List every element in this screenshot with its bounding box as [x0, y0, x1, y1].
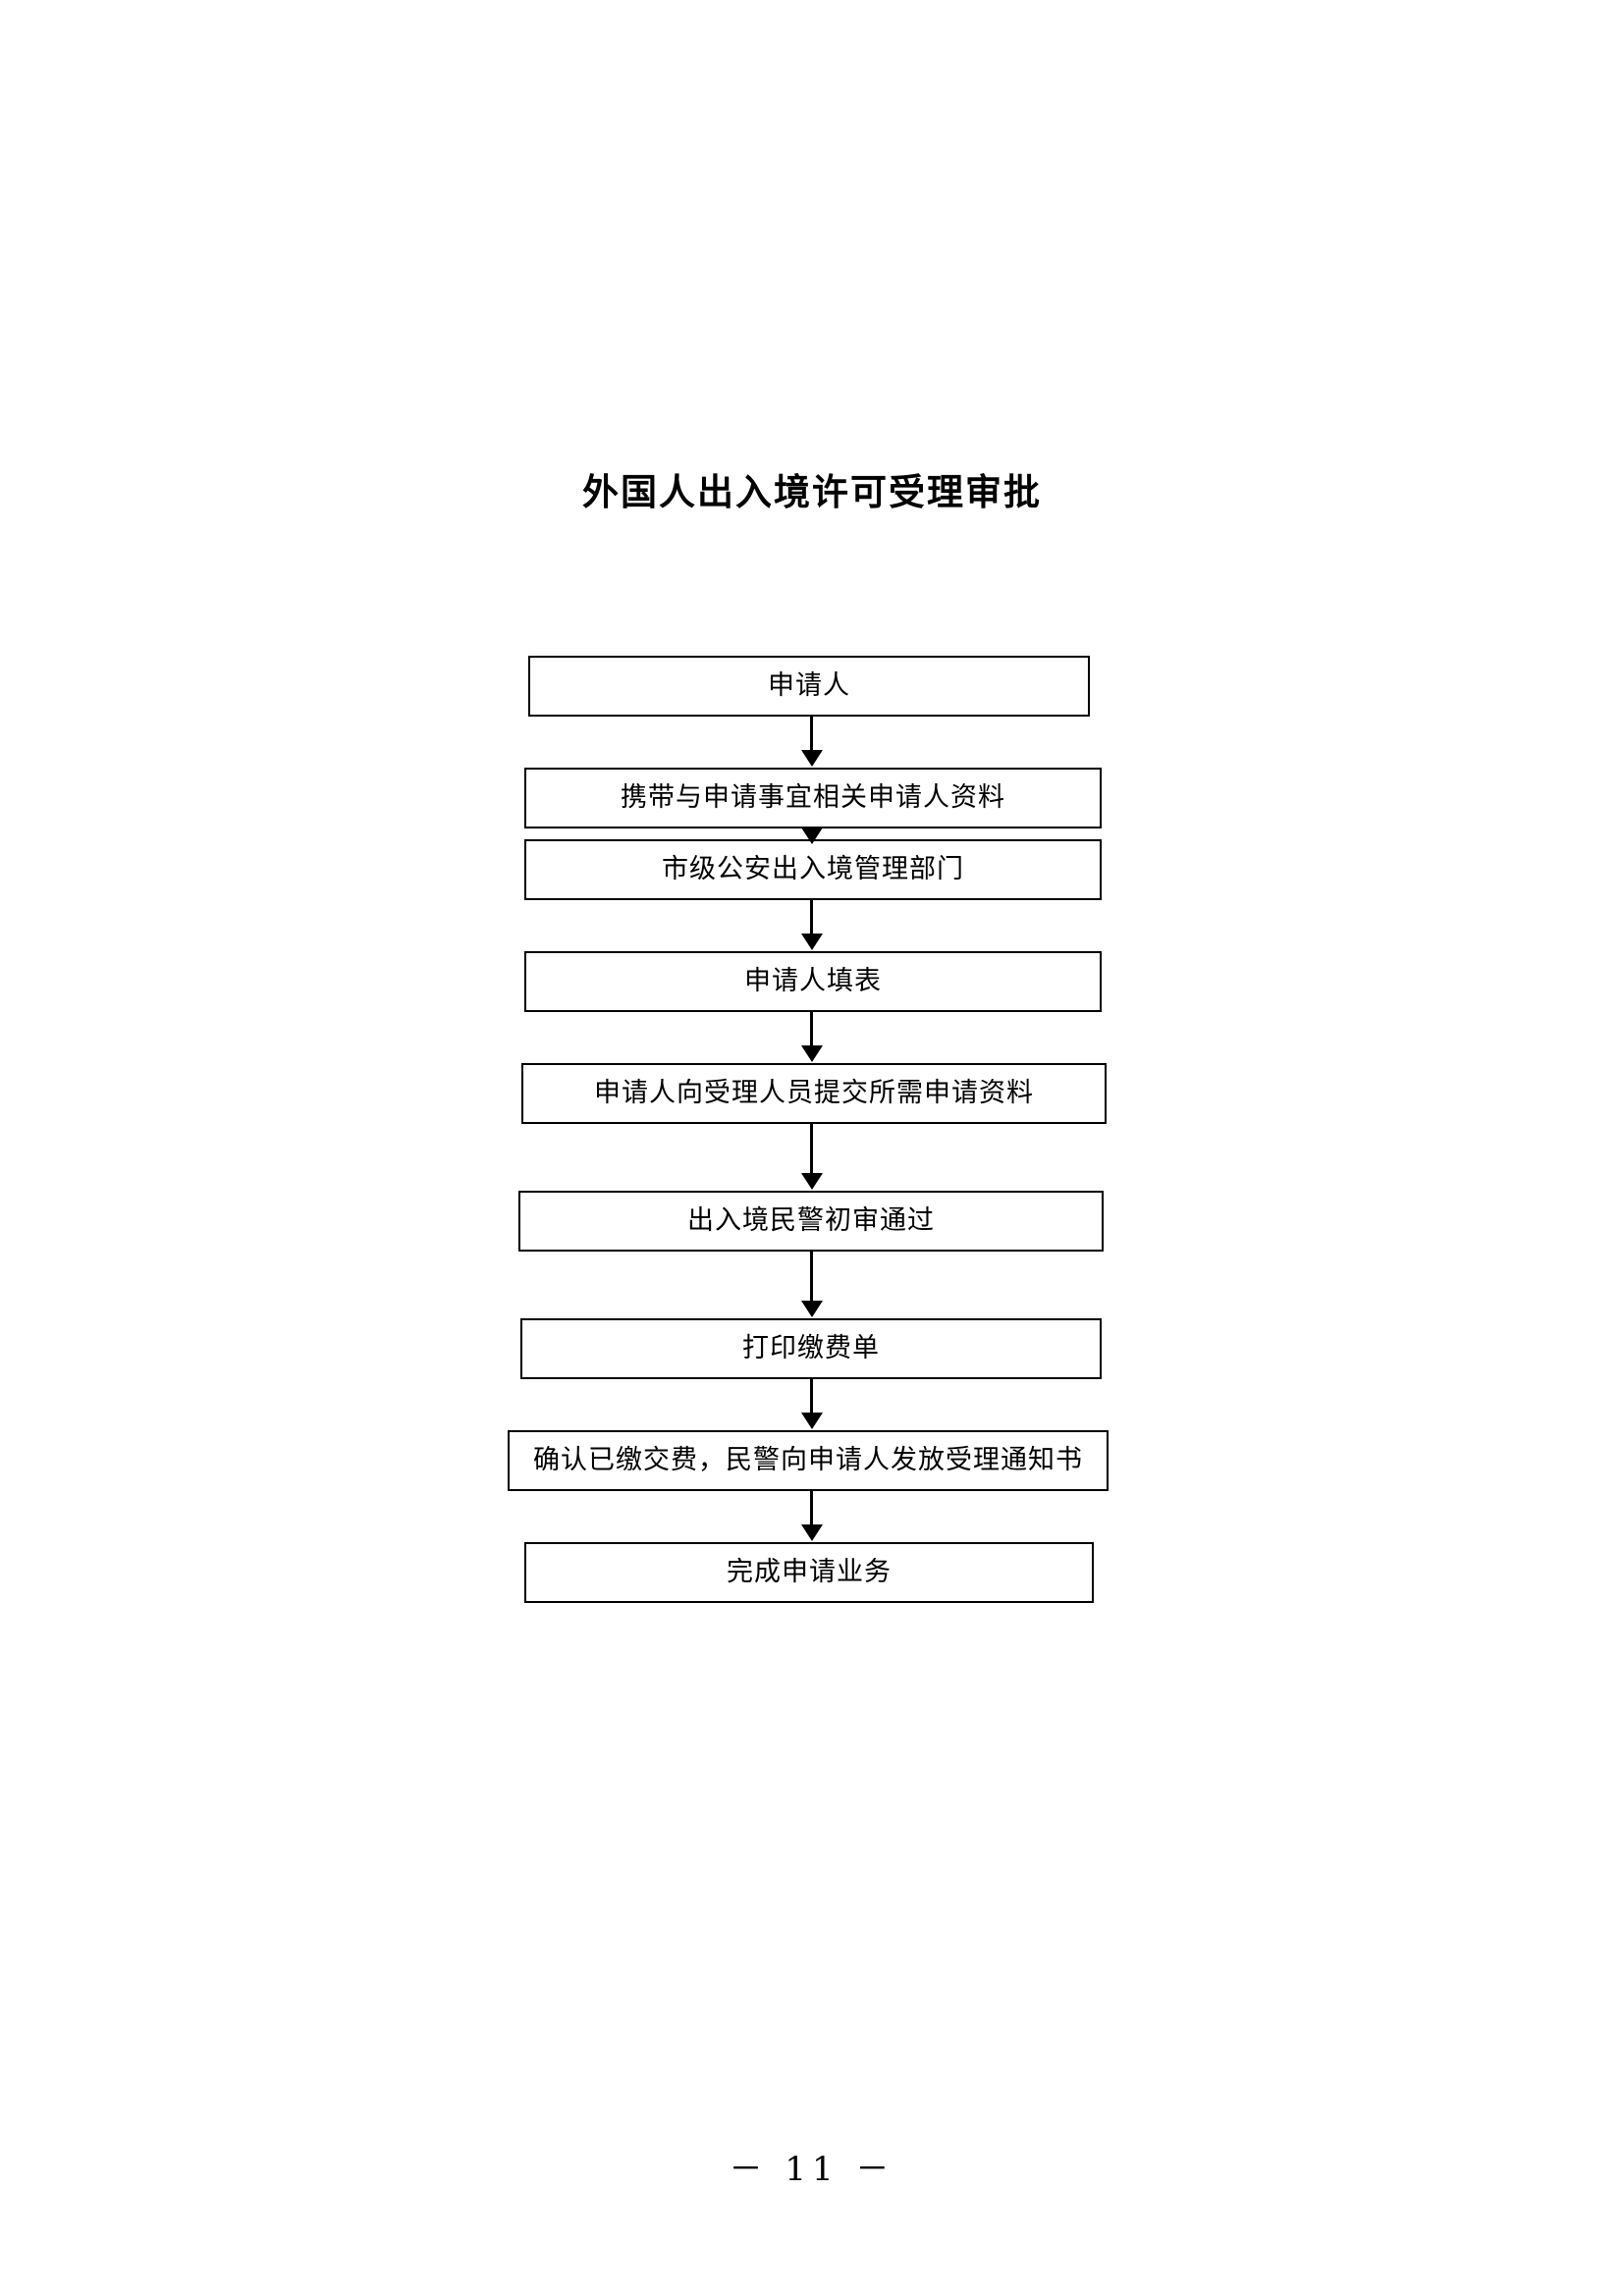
arrow-shaft [810, 1491, 813, 1525]
arrow-head-icon [800, 1173, 823, 1190]
flowchart-node-confirm-payment-issue-notice: 确认已缴交费，民警向申请人发放受理通知书 [508, 1430, 1109, 1491]
flowchart: 申请人 携带与申请事宜相关申请人资料 市级公安出入境管理部门 申请人填表 申请人… [0, 656, 1624, 1603]
arrow-head-icon [800, 1045, 823, 1062]
arrow-shaft [810, 1124, 813, 1174]
page-number-footer: － 11 － [729, 2150, 895, 2189]
arrow-head-icon [800, 1301, 823, 1317]
arrow-head-icon [800, 828, 823, 844]
arrow-shaft [810, 900, 813, 934]
flowchart-node-submit-materials: 申请人向受理人员提交所需申请资料 [521, 1063, 1107, 1124]
arrow-head-icon [800, 1524, 823, 1541]
arrow-shaft [810, 1252, 813, 1302]
arrow-shaft [810, 1012, 813, 1046]
arrow-head-icon [800, 934, 823, 950]
flowchart-node-application-complete: 完成申请业务 [524, 1542, 1094, 1603]
flowchart-node-print-payment-slip: 打印缴费单 [520, 1318, 1102, 1379]
arrow-shaft [810, 1379, 813, 1414]
flowchart-node-municipal-exit-entry-dept: 市级公安出入境管理部门 [524, 839, 1102, 900]
flowchart-node-bring-documents: 携带与申请事宜相关申请人资料 [524, 768, 1102, 828]
flowchart-node-preliminary-review-passed: 出入境民警初审通过 [518, 1191, 1104, 1252]
flowchart-node-applicant: 申请人 [528, 656, 1090, 717]
arrow-head-icon [800, 1413, 823, 1429]
page-title: 外国人出入境许可受理审批 [582, 470, 1042, 513]
flowchart-node-fill-form: 申请人填表 [524, 951, 1102, 1012]
arrow-head-icon [800, 750, 823, 767]
arrow-shaft [810, 717, 813, 751]
